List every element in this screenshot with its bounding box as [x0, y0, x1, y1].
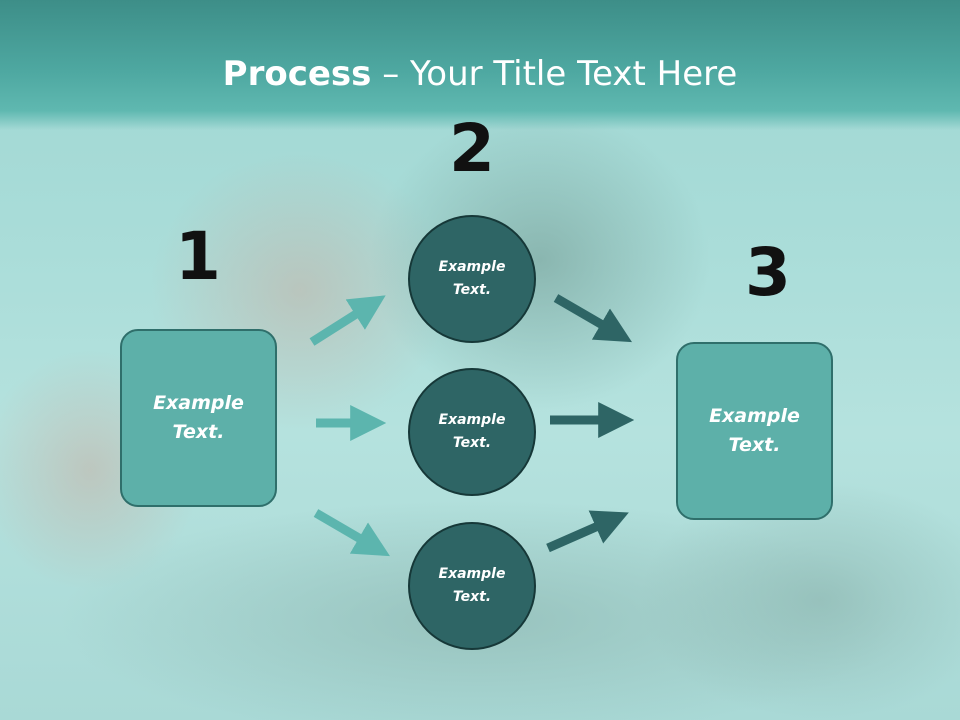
step-number-2: 2 — [449, 110, 495, 187]
arrow-to-circle-3 — [313, 509, 390, 557]
slide-title: Process – Your Title Text Here — [0, 52, 960, 96]
step-2-circle-middle: Example Text. — [408, 368, 536, 496]
step-1-box: Example Text. — [120, 329, 277, 507]
arrow-from-circle-3 — [546, 510, 629, 553]
title-separator: – — [371, 54, 411, 94]
step-3-box: Example Text. — [676, 342, 833, 520]
arrow-from-circle-1 — [553, 294, 633, 343]
title-rest: Your Title Text Here — [410, 54, 738, 94]
step-number-3: 3 — [745, 234, 791, 311]
title-band — [0, 0, 960, 130]
title-bold: Process — [222, 54, 372, 94]
step-number-1: 1 — [175, 218, 221, 295]
step-2-circle-top: Example Text. — [408, 215, 536, 343]
step-2-circle-bottom: Example Text. — [408, 522, 536, 650]
arrow-to-circle-1 — [309, 295, 386, 346]
